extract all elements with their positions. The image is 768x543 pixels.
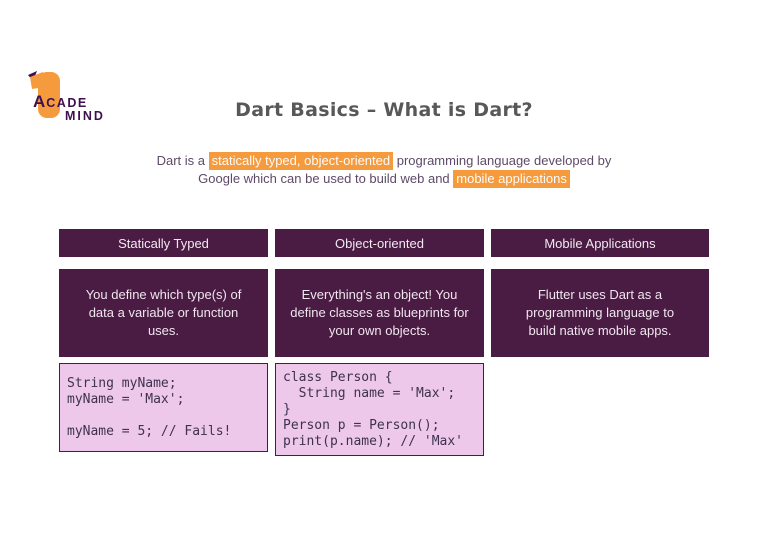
column-mobile-applications: Mobile Applications Flutter uses Dart as… [491, 229, 709, 459]
column-object-oriented: Object-oriented Everything's an object! … [275, 229, 484, 459]
column-description-box: Everything's an object! You define class… [275, 269, 484, 357]
subtitle-text: Google which can be used to build web an… [198, 171, 454, 186]
column-statically-typed: Statically Typed You define which type(s… [59, 229, 268, 459]
column-description: Everything's an object! You define class… [290, 287, 469, 338]
column-description: You define which type(s) of data a varia… [85, 287, 242, 338]
column-header: Mobile Applications [491, 229, 709, 257]
ribbon-icon [28, 71, 60, 118]
column-header: Object-oriented [275, 229, 484, 257]
column-description: Flutter uses Dart as a programming langu… [525, 287, 675, 338]
code-snippet-statically-typed: String myName; myName = 'Max'; myName = … [59, 363, 268, 452]
subtitle: Dart is a statically typed, object-orien… [0, 152, 768, 188]
column-description-box: Flutter uses Dart as a programming langu… [491, 269, 709, 357]
highlight-mobile-applications: mobile applications [453, 170, 570, 188]
logo-wordmark-top: ACADE [33, 92, 88, 111]
highlight-statically-typed: statically typed, object-oriented [208, 152, 394, 170]
column-description-box: You define which type(s) of data a varia… [59, 269, 268, 357]
subtitle-line-2: Google which can be used to build web an… [0, 170, 768, 188]
logo-wordmark-bottom: MIND [65, 109, 105, 123]
academind-logo: ACADE MIND [24, 68, 116, 124]
feature-grid: Statically Typed You define which type(s… [59, 229, 709, 459]
subtitle-text: programming language developed by [393, 153, 612, 168]
logo-letter-a: A [33, 92, 47, 111]
page-title: Dart Basics – What is Dart? [235, 99, 533, 121]
code-snippet-object-oriented: class Person { String name = 'Max'; } Pe… [275, 363, 484, 456]
subtitle-line-1: Dart is a statically typed, object-orien… [0, 152, 768, 170]
column-header: Statically Typed [59, 229, 268, 257]
subtitle-text: Dart is a [156, 153, 209, 168]
